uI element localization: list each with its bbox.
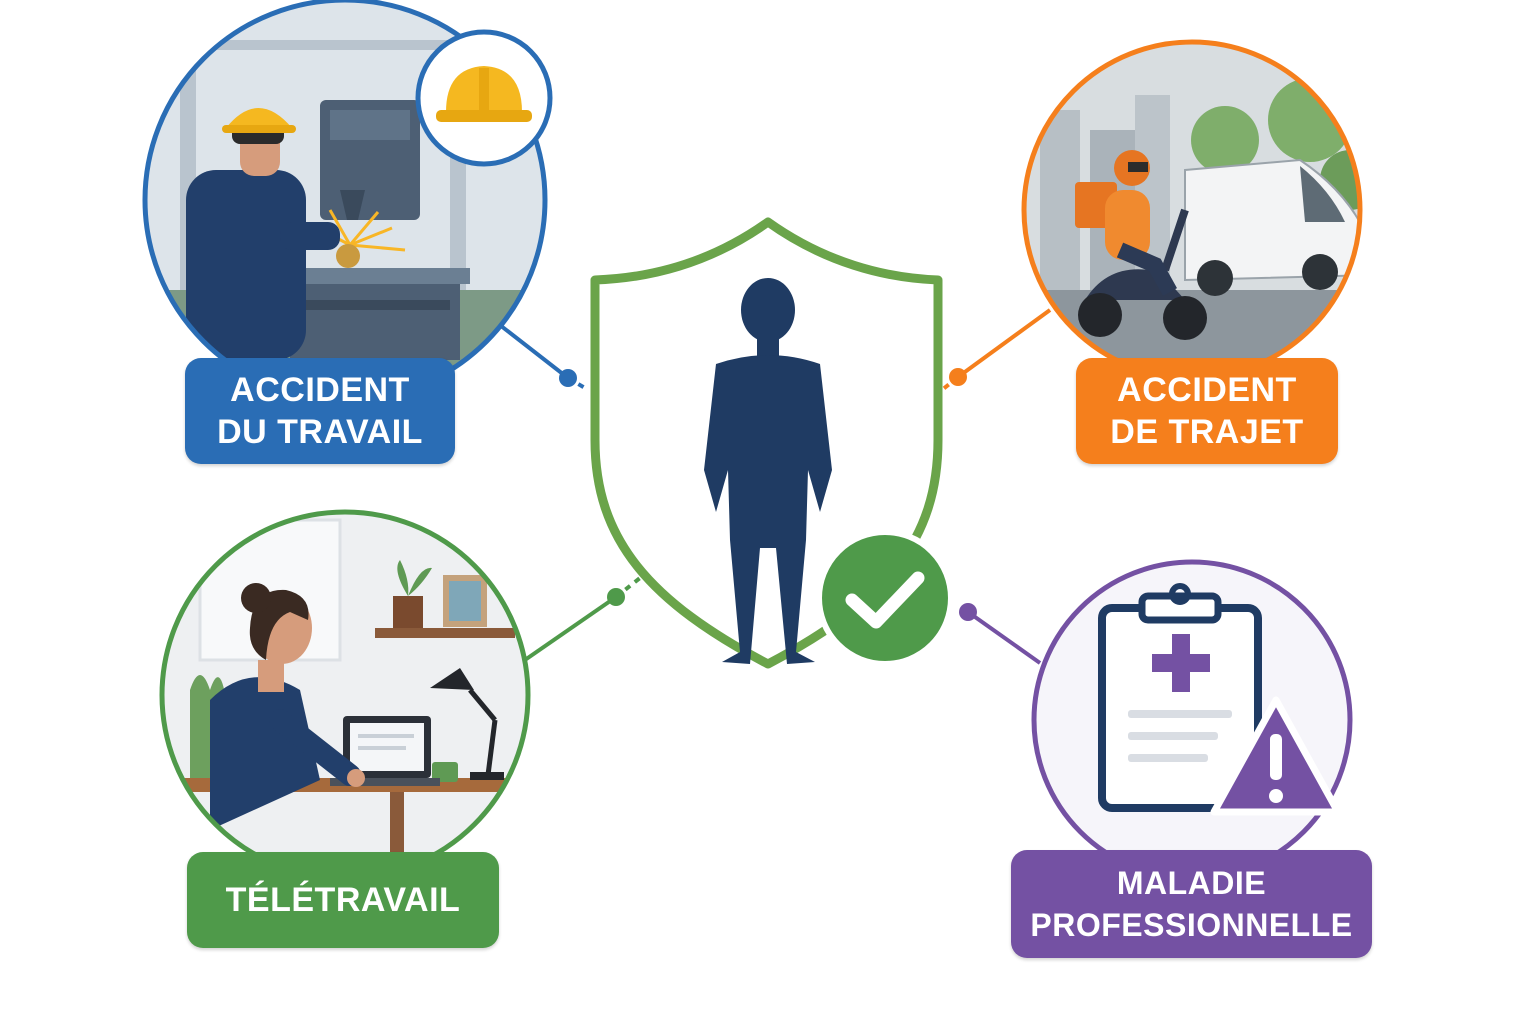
connector-accident-trajet bbox=[940, 308, 1052, 392]
node-accident-trajet bbox=[1021, 39, 1363, 381]
label-line: ACCIDENT bbox=[230, 371, 410, 409]
home-office-scene bbox=[162, 512, 528, 878]
label-maladie-professionnelle: MALADIE PROFESSIONNELLE bbox=[1011, 850, 1372, 958]
person-silhouette-icon bbox=[704, 278, 832, 664]
label-line: MALADIE bbox=[1116, 865, 1267, 901]
connectors bbox=[476, 306, 1052, 665]
node-accident-travail bbox=[142, 0, 553, 403]
label-line: DU TRAVAIL bbox=[217, 413, 423, 451]
label-teletravail: TÉLÉTRAVAIL bbox=[187, 852, 499, 948]
label-line: DE TRAJET bbox=[1110, 413, 1304, 451]
check-badge-icon bbox=[816, 529, 954, 667]
medical-clipboard-warning-icon bbox=[1098, 583, 1342, 816]
connector-maladie bbox=[959, 603, 1042, 665]
node-maladie bbox=[1031, 559, 1353, 881]
label-line: PROFESSIONNELLE bbox=[1030, 907, 1353, 943]
label-line: ACCIDENT bbox=[1117, 371, 1297, 409]
label-accident-de-trajet: ACCIDENT DE TRAJET bbox=[1076, 358, 1338, 464]
label-accident-du-travail: ACCIDENT DU TRAVAIL bbox=[185, 358, 455, 464]
connector-teletravail bbox=[520, 576, 642, 664]
node-teletravail bbox=[159, 509, 531, 881]
label-line: TÉLÉTRAVAIL bbox=[225, 881, 461, 919]
hard-hat-icon bbox=[415, 29, 553, 167]
